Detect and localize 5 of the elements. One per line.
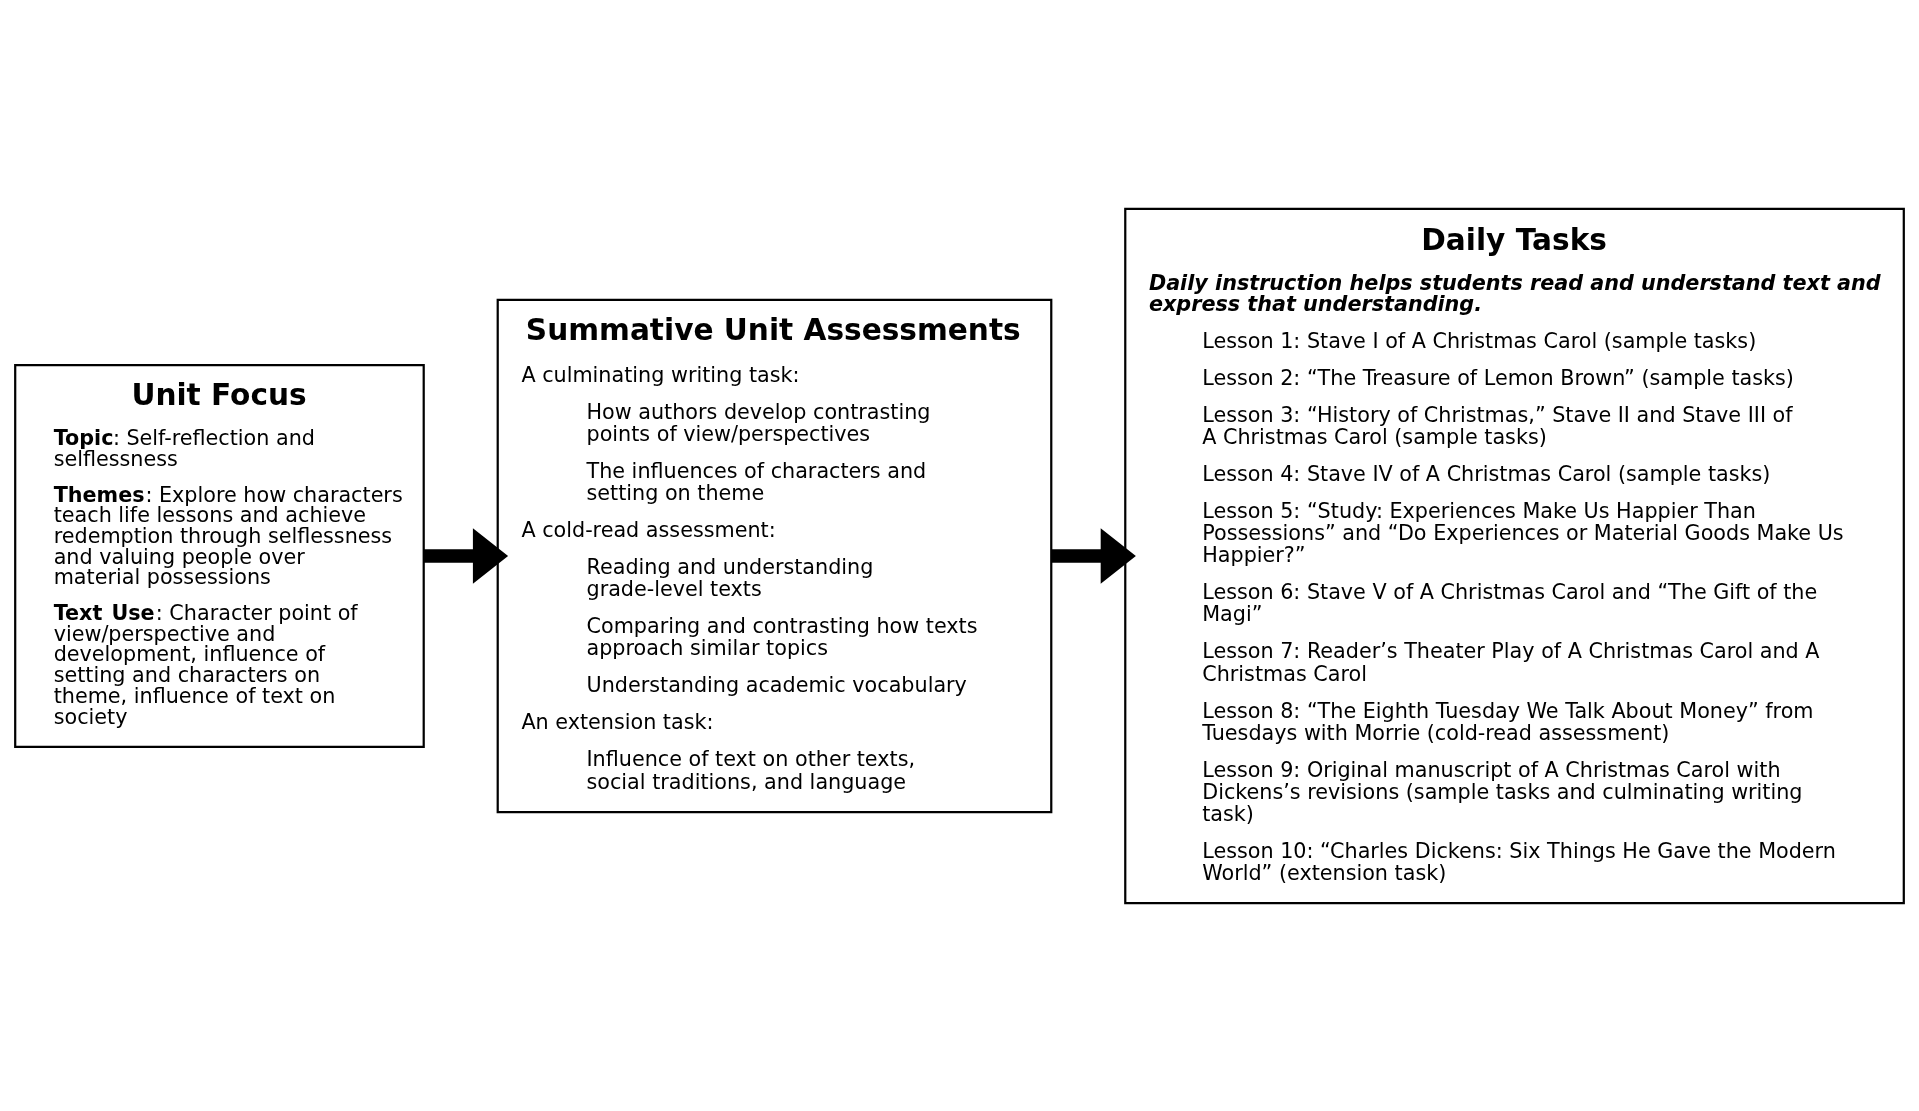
node-box: Summative Unit Assessments A culminating writing task: How authors develop contrasting points of view/perspectives The influences of characters and setting on theme A cold-read assessment: Reading and understanding grade-level texts Comparing and contrasting how texts approach similar topics Understanding academic vocabulary An extension task: Influence of text on other texts, social traditions, and language [496, 298, 1053, 813]
arrow [423, 527, 509, 584]
node-box: Unit Focus Topic: Self-reflection and selflessness Themes: Explore how characters teach life lessons and achieve redemption through selflessness and valuing people over material possessions Text Use: Character point of view/perspective and development, influence of setting and characters on theme, influence of text on society [14, 363, 425, 748]
node-box: Daily Tasks Daily instruction helps students read and understand text and express that understanding. Lesson 1: Stave I of A Christmas Carol (sample tasks) Lesson 2: “The Treasure of Lemon Brown” (sample tasks) Lesson 3: “History of Christmas,” Stave II and Stave III of A Christmas Carol (sample tasks) Lesson 4: Stave IV of A Christmas Carol (sample tasks) Lesson 5: “Study: Experiences Make Us Happier Than Possessions” and “Do Experiences or Material Goods Make Us Happier?” Lesson 6: Stave V of A Christmas Carol and “The Gift of the Magi” Lesson 7: Reader’s Theater Play of A Christmas Carol and A Christmas Carol Lesson 8: “The Eighth Tuesday We Talk About Money” from Tuesdays with Morrie (cold-read assessment) Lesson 9: Original manuscript of A Christmas Carol with Dickens’s revisions (sample tasks and culminating writing task) Lesson 10: “Charles Dickens: Six Things He Gave the Modern World” (extension task) [1124, 207, 1905, 904]
arrow [1051, 527, 1136, 584]
